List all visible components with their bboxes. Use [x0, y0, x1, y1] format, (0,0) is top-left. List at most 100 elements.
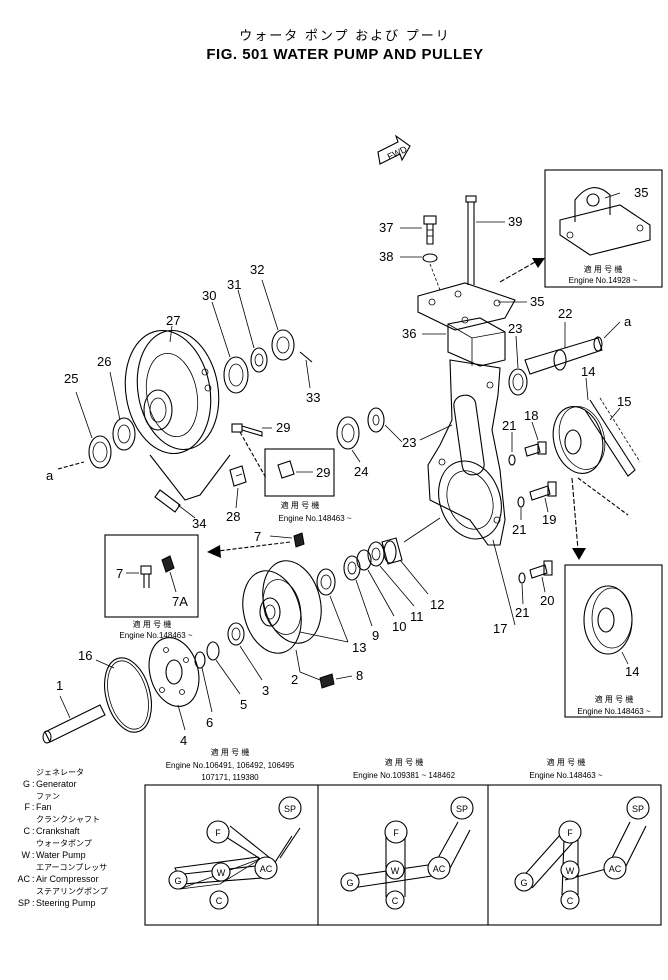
panel2-pulley-AC: AC — [433, 864, 446, 874]
legend-jp-fan: ファン — [36, 792, 60, 801]
panel3-pulley-F: F — [567, 828, 573, 838]
bearing-23-right: 23 — [508, 321, 528, 396]
legend-jp-air-compressor: エアーコンプレッサ — [36, 863, 107, 872]
inset-bolt7-jp: 適 用 号 機 — [133, 619, 172, 629]
legend-sep-C: : — [32, 826, 35, 836]
washer-23-left: 23 — [367, 407, 453, 450]
callout-12: 12 — [430, 597, 444, 612]
callout-19: 19 — [542, 512, 556, 527]
callout-29: 29 — [276, 420, 290, 435]
callout-23-left: 23 — [402, 435, 416, 450]
legend-code-C: C — [24, 826, 31, 836]
legend-code-SP: SP — [18, 898, 30, 908]
bolt-18: 18 — [524, 408, 547, 457]
legend-jp-crankshaft: クランクシャフト — [36, 815, 100, 824]
nut-24: 24 — [336, 416, 368, 479]
callout-10: 10 — [392, 619, 406, 634]
legend-sep-G: : — [32, 779, 35, 789]
panel3-pulley-C: C — [567, 896, 574, 906]
legend-en-air-compressor: Air Compressor — [36, 874, 99, 884]
panel1-pulley-C: C — [216, 896, 223, 906]
callout-23-right: 23 — [508, 321, 522, 336]
panel1-pulley-F: F — [215, 828, 221, 838]
panel3-pulley-SP: SP — [632, 804, 644, 814]
title-japanese: ウォータ ポンプ および プーリ — [239, 28, 450, 43]
callout-1: 1 — [56, 678, 63, 693]
panel1-pulley-G: G — [174, 876, 181, 886]
inset-bolt29-engine: Engine No.148463 ~ — [278, 514, 352, 523]
legend-code-F: F — [25, 802, 31, 812]
callout-21-mid: 21 — [512, 522, 526, 537]
bearing-32: 32 — [250, 262, 295, 361]
housing-17: 17 — [427, 359, 516, 636]
panel2-pulley-C: C — [392, 896, 399, 906]
shaft-1: 1 — [42, 678, 106, 744]
pulley-14: 14 — [552, 364, 606, 474]
callout-22: 22 — [558, 306, 572, 321]
callout-24: 24 — [354, 464, 368, 479]
seal-13: 13 — [299, 568, 366, 655]
legend-sep-W: : — [32, 850, 35, 860]
callout-6: 6 — [206, 715, 213, 730]
callout-36: 36 — [402, 326, 416, 341]
callout-7A: 7A — [172, 594, 188, 609]
callout-a-left: a — [46, 468, 54, 483]
callout-28: 28 — [226, 509, 240, 524]
callout-27: 27 — [166, 313, 180, 328]
panel3-jp: 適 用 号 機 — [547, 757, 586, 767]
callout-31: 31 — [227, 277, 241, 292]
panel2-engine-line1: Engine No.109381 ~ 148462 — [353, 771, 456, 780]
bolt-19: 19 — [529, 481, 557, 527]
callout-14: 14 — [581, 364, 595, 379]
legend-jp-generator: ジェネレータ — [36, 768, 84, 777]
arrow-to-bolt29-inset — [239, 431, 267, 479]
panel3-pulley-AC: AC — [609, 864, 622, 874]
callout-21-top: 21 — [502, 418, 516, 433]
legend-en-steering-pump: Steering Pump — [36, 898, 96, 908]
ring-6: 6 — [194, 651, 213, 730]
callout-11: 11 — [410, 609, 424, 624]
belt-panels: 適 用 号 機 Engine No.106491, 106492, 106495… — [144, 747, 662, 926]
legend-en-water-pump: Water Pump — [36, 850, 86, 860]
inset-bolt-7: 7 7A 適 用 号 機 Engine No.148463 ~ — [104, 534, 199, 640]
arrow-to-bolt7-inset — [207, 541, 291, 558]
panel1-jp: 適 用 号 機 — [211, 747, 250, 757]
legend-code-G: G — [23, 779, 30, 789]
arrow-to-bracket-inset — [499, 258, 545, 283]
support-36: 36 — [402, 317, 506, 367]
panel1-routing: F SP AC G W C — [168, 796, 302, 910]
panel2-routing: F SP AC G W C — [340, 796, 474, 910]
panel2-jp: 適 用 号 機 — [385, 757, 424, 767]
legend-sep-F: : — [32, 802, 35, 812]
inset-bracket-engine: Engine No.14928 ~ — [569, 276, 638, 285]
callout-39: 39 — [508, 214, 522, 229]
callout-13: 13 — [352, 640, 366, 655]
panel2-pulley-F: F — [393, 828, 399, 838]
arrow-to-pulley-inset — [571, 477, 586, 560]
legend-en-generator: Generator — [36, 779, 77, 789]
ring-5: 5 — [206, 641, 247, 712]
panel3-routing: F SP AC G W C — [514, 796, 650, 910]
inset-bolt7-engine: Engine No.148463 ~ — [119, 631, 193, 640]
panel1-pulley-W: W — [217, 868, 226, 878]
belt-strand — [577, 477, 629, 516]
callout-26: 26 — [97, 354, 111, 369]
bearing-30: 30 — [202, 288, 249, 394]
callout-25: 25 — [64, 371, 78, 386]
callout-38: 38 — [379, 249, 393, 264]
callout-16: 16 — [78, 648, 92, 663]
callout-32: 32 — [250, 262, 264, 277]
callout-7: 7 — [254, 529, 261, 544]
ring-10: 10 — [356, 549, 406, 634]
figure-title: FIG. 501 WATER PUMP AND PULLEY — [206, 46, 483, 63]
bushing-12: 12 — [381, 517, 444, 612]
callout-8: 8 — [356, 668, 363, 683]
bracket-35: 35 — [417, 282, 544, 331]
arrow-a-left: a — [46, 461, 85, 483]
bolt-7: 7 — [254, 529, 305, 548]
legend-sep-SP: : — [32, 898, 35, 908]
callout-35-inset: 35 — [634, 185, 648, 200]
washer-21-top: 21 — [502, 418, 516, 466]
shaft-22: 22 a — [524, 306, 632, 375]
